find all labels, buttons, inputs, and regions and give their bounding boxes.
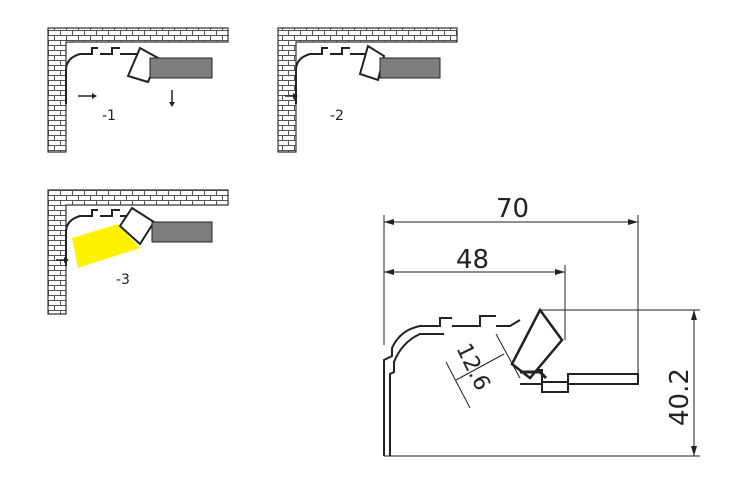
dim-70-label: 70 [496,194,529,224]
arrow-down-icon [169,90,175,107]
dim-40-2-label: 40.2 [665,368,695,426]
dimension-40-2: 40.2 [384,309,700,457]
brick-wall [47,27,229,153]
dimension-12-6: 12.6 [445,333,521,409]
ceiling-board [379,57,441,79]
dim-48-label: 48 [456,245,489,275]
step-3-panel: -3 [47,189,229,315]
dimension-drawing: 70 48 40.2 12.6 [383,194,700,457]
step-2-label: -2 [330,108,344,124]
step-1-panel: -1 [47,27,229,153]
step-3-label: -3 [116,272,130,288]
corner-profile [295,47,366,104]
profile-outline [383,309,639,456]
brick-wall [47,189,229,315]
arrow-right-icon [285,93,298,99]
led-strip [520,370,548,380]
step-2-panel: -2 [277,27,458,153]
dimension-48: 48 [384,245,566,340]
arrow-right-icon [56,257,69,263]
step-1-label: -1 [102,108,116,124]
corner-profile [65,47,138,104]
arrow-right-icon [78,93,97,99]
dimension-70: 70 [383,194,639,374]
dim-12-6-label: 12.6 [451,340,495,395]
ceiling-board [149,57,213,79]
brick-wall [277,27,458,153]
diffuser-cover [358,44,386,82]
light-beam [72,224,140,268]
ceiling-board [151,221,213,243]
